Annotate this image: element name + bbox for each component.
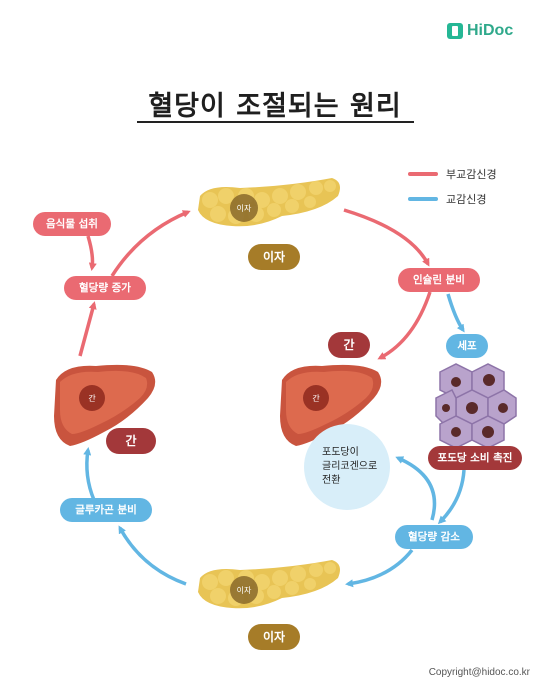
arrow-pancreas-to-insulin (343, 208, 430, 267)
legend-label: 교감신경 (446, 193, 487, 206)
step-blood-sugar-increase: 혈당량 증가 (64, 276, 146, 300)
step-blood-sugar-decrease: 혈당량 감소 (395, 525, 473, 549)
legend-swatch-red (408, 172, 438, 176)
legend-label: 부교감신경 (446, 168, 497, 181)
arrow-food-to-sugar (86, 235, 97, 271)
hidoc-logo-text: HiDoc (467, 22, 514, 39)
step-cell: 세포 (446, 334, 488, 358)
hidoc-logo-icon (447, 23, 463, 39)
arrow-decrease-to-pancreas (345, 548, 414, 588)
pancreas-bottom-icon (198, 560, 340, 609)
legend-swatch-blue (408, 197, 438, 201)
arrow-pancreas-to-glucagon (118, 525, 187, 586)
liver-center-tag: 간 (328, 332, 370, 358)
page-title: 혈당이 조절되는 원리 (148, 91, 402, 122)
liver-left-icon (54, 364, 156, 446)
step-glucagon-secretion: 글루카곤 분비 (60, 498, 152, 522)
arrow-sugar-to-pancreas (110, 210, 191, 277)
bubble-line: 전환 (322, 475, 341, 486)
arrow-insulin-to-liver (377, 291, 432, 360)
pancreas-bottom-inner-label: 이자 (237, 585, 252, 595)
bubble-line: 포도당이 (322, 447, 359, 458)
cell-cluster-icon (435, 363, 517, 449)
legend: 부교감신경 교감신경 (408, 166, 497, 207)
arrow-glucagon-to-liver (83, 447, 96, 501)
step-insulin-secretion: 인슐린 분비 (398, 268, 480, 292)
liver-left-inner-label: 간 (88, 393, 96, 403)
legend-item-parasympathetic: 부교감신경 (408, 166, 497, 182)
bubble-line: 글리코겐으로 (322, 461, 378, 472)
glycogen-conversion-bubble: 포도당이 글리코겐으로 전환 (304, 424, 390, 510)
step-food-intake: 음식물 섭취 (33, 212, 111, 236)
pancreas-top-inner-label: 이자 (237, 203, 252, 213)
step-glucose-consumption: 포도당 소비 촉진 (428, 446, 522, 470)
legend-item-sympathetic: 교감신경 (408, 191, 497, 207)
pancreas-top-tag: 이자 (248, 244, 300, 270)
arrow-insulin-to-cell (446, 293, 465, 333)
liver-center-icon (280, 364, 382, 446)
pancreas-top-icon (198, 178, 340, 227)
arrow-consumption-to-decrease (437, 469, 466, 525)
title-underline (137, 121, 414, 123)
liver-center-inner-label: 간 (312, 393, 320, 403)
arrow-liver-to-sugar (78, 301, 97, 357)
liver-left-tag: 간 (106, 428, 156, 454)
arrow-decrease-to-bubble (395, 456, 437, 521)
copyright-text: Copyright@hidoc.co.kr (428, 667, 530, 678)
hidoc-logo: HiDoc (447, 22, 513, 40)
pancreas-bottom-tag: 이자 (248, 624, 300, 650)
